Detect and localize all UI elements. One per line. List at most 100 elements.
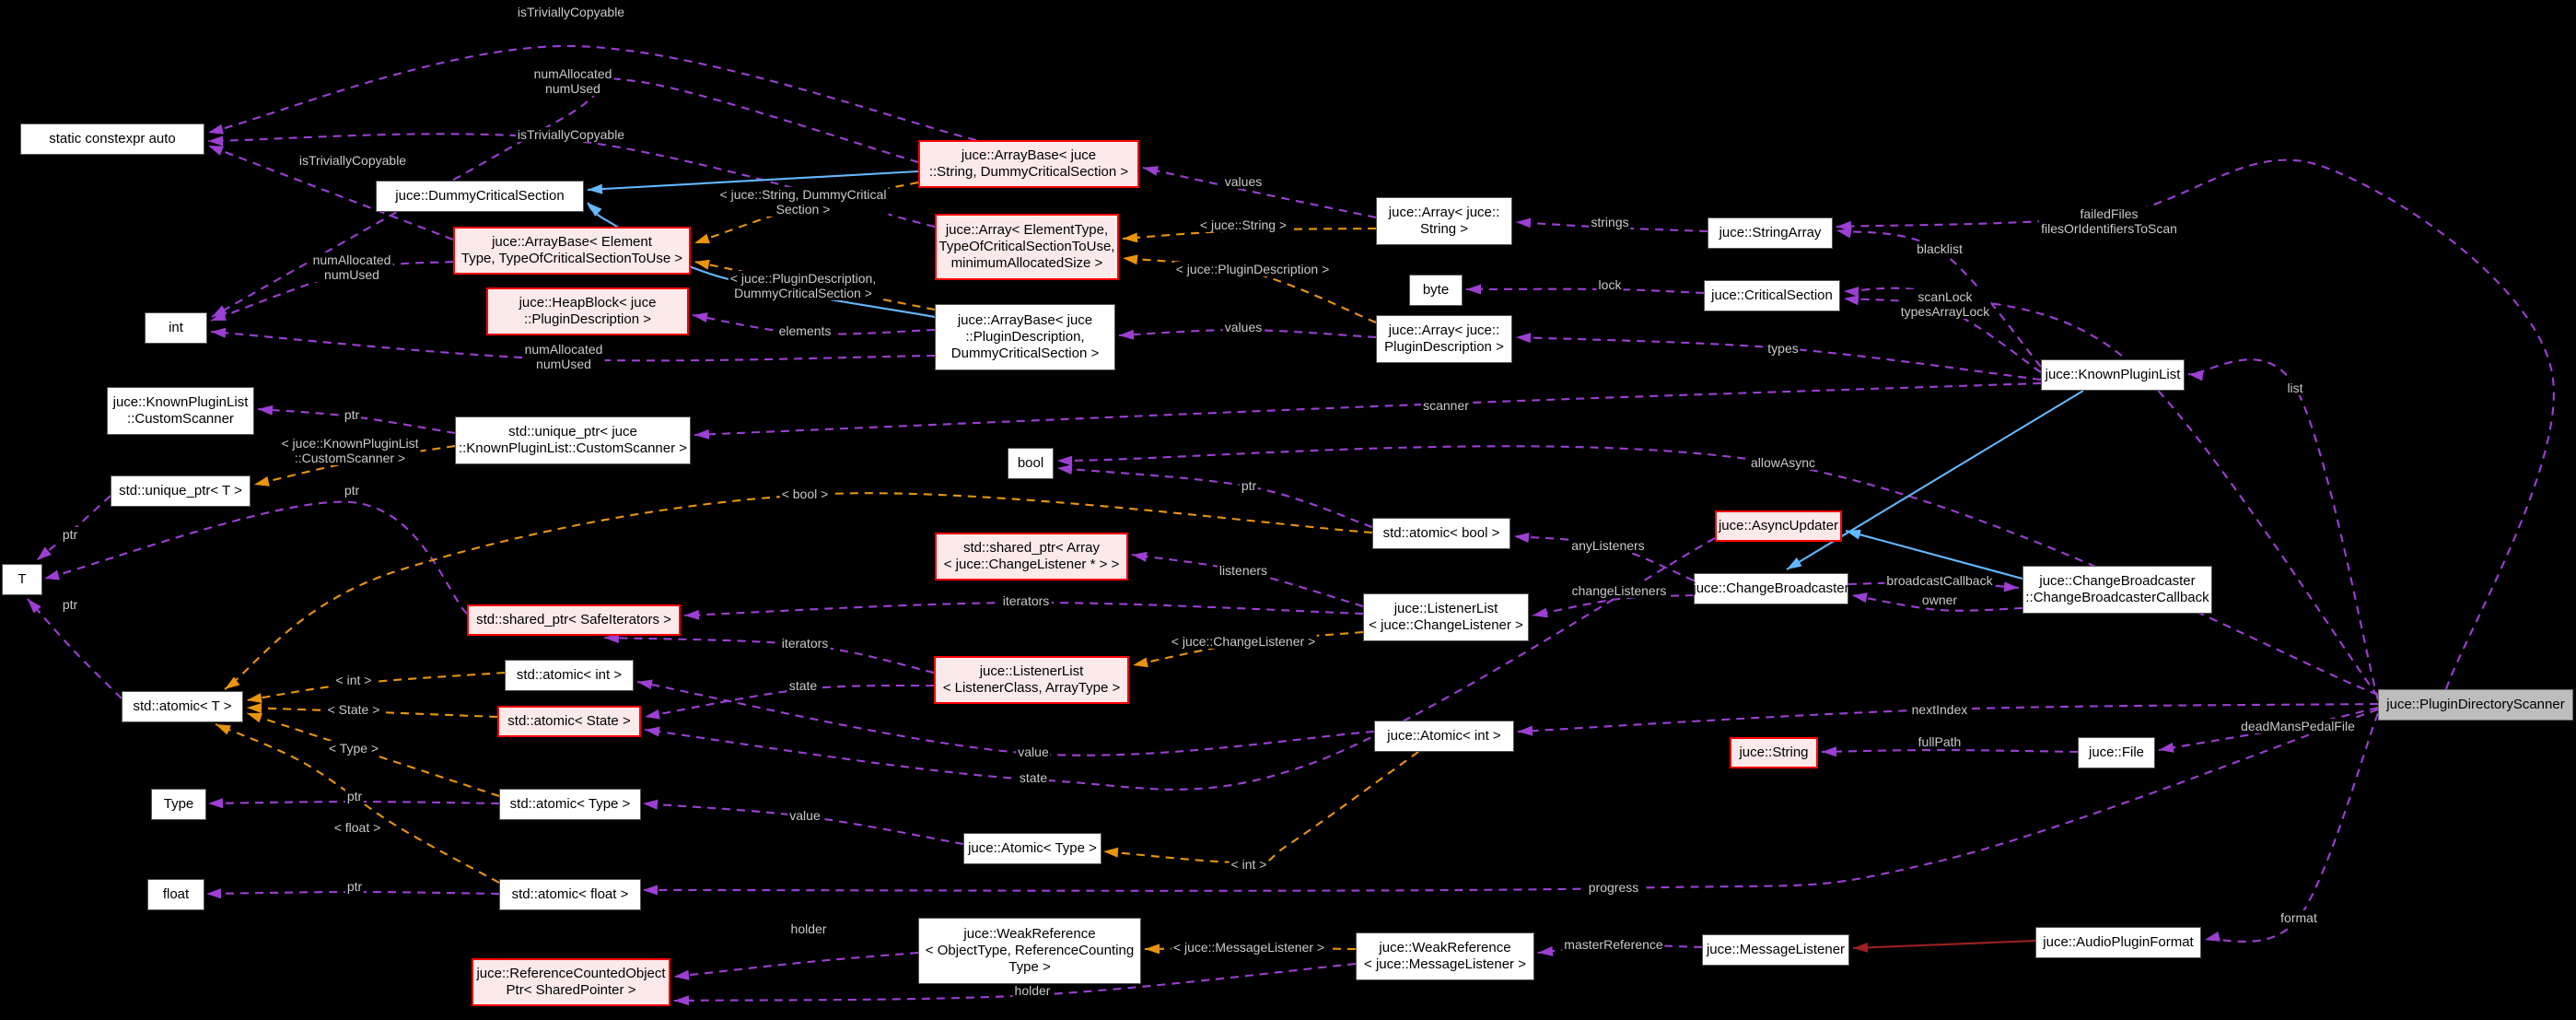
node-plugindirectoryscanner[interactable]: juce::PluginDirectoryScanner [2378, 689, 2573, 721]
arrowhead-float-icon [206, 888, 222, 899]
node-atomic-float[interactable]: std::atomic< float > [499, 879, 641, 910]
edge-atomic-float-float [205, 890, 500, 896]
node-listenerlist-changelistener[interactable]: juce::ListenerList < juce::ChangeListene… [1363, 593, 1529, 641]
node-juce-string[interactable]: juce::String [1730, 737, 1818, 768]
edge-plugindirectoryscanner-juce-file [2158, 706, 2379, 752]
arrowhead-int-icon [211, 327, 227, 338]
node-byte[interactable]: byte [1409, 275, 1463, 306]
arrowhead-criticalsection-icon [1844, 295, 1859, 306]
arrowhead-atomic-t-icon [216, 724, 231, 735]
arrowhead-juce-atomic-int-icon [1518, 725, 1533, 736]
edge-label: < float > [332, 819, 383, 836]
node-static-auto[interactable]: static constexpr auto [20, 123, 204, 155]
edge-plugindirectoryscanner-juce-atomic-int [1517, 702, 2379, 733]
node-array-string[interactable]: juce::Array< juce:: String > [1376, 197, 1512, 245]
arrowhead-arraybase-element-icon [694, 259, 710, 270]
node-atomic-int[interactable]: std::atomic< int > [505, 660, 634, 691]
arrowhead-juce-atomic-type-icon [1103, 847, 1119, 858]
edge-label: strings [1589, 214, 1631, 230]
edge-atomic-type-type [207, 800, 500, 805]
node-atomic-state[interactable]: std::atomic< State > [497, 706, 641, 737]
node-bool[interactable]: bool [1008, 448, 1054, 479]
arrowhead-changebroadcaster-icon [1852, 592, 1868, 604]
node-changebroadcaster[interactable]: juce::ChangeBroadcaster [1693, 573, 1849, 604]
node-arraybase-element[interactable]: juce::ArrayBase< Element Type, TypeOfCri… [453, 227, 691, 275]
arrowhead-changebroadcaster-icon [1787, 557, 1802, 569]
edge-label: state [787, 677, 820, 694]
node-float[interactable]: float [147, 879, 204, 910]
node-atomic-type[interactable]: std::atomic< Type > [499, 789, 641, 820]
node-weakreference-messagelistener[interactable]: juce::WeakReference < juce::MessageListe… [1356, 932, 1534, 980]
edge-label: scanner [1421, 397, 1471, 414]
arrowhead-bool-icon [1057, 464, 1073, 475]
edge-label: < Type > [326, 740, 381, 756]
edge-label: ptr [342, 406, 362, 423]
edge-label: < juce::PluginDescription, DummyCritical… [728, 270, 879, 301]
node-type[interactable]: Type [151, 789, 206, 820]
edge-label: value [1016, 744, 1051, 760]
node-t[interactable]: T [2, 564, 42, 595]
node-array-elementtype[interactable]: juce::Array< ElementType, TypeOfCritical… [935, 214, 1119, 280]
edge-label: numAllocated numUsed [310, 252, 393, 283]
edge-criticalsection-byte [1465, 287, 1705, 295]
arrowhead-atomic-int-icon [637, 679, 653, 690]
edge-label: iterators [1000, 592, 1052, 609]
node-uniqueptr-t[interactable]: std::unique_ptr< T > [111, 475, 251, 507]
node-refcountedobjectptr[interactable]: juce::ReferenceCountedObject Ptr< Shared… [472, 958, 670, 1006]
node-atomic-bool[interactable]: std::atomic< bool > [1372, 518, 1510, 549]
node-juce-file[interactable]: juce::File [2078, 737, 2155, 768]
arrowhead-weakreference-messagelistener-icon [1538, 945, 1554, 956]
arrowhead-sharedptr-safeiterators-icon [684, 609, 700, 620]
node-uniqueptr-custom-scanner[interactable]: std::unique_ptr< juce ::KnownPluginList:… [455, 416, 691, 464]
edge-juce-atomic-type-atomic-type [642, 802, 964, 846]
edge-plugindirectoryscanner-criticalsection [1843, 287, 2379, 698]
edge-label: < juce::String > [1197, 217, 1289, 233]
edge-label: elements [776, 322, 833, 339]
arrowhead-listenerlist-generic-icon [1133, 657, 1148, 668]
arrowhead-array-plugindescription-icon [1516, 333, 1532, 344]
node-int[interactable]: int [145, 312, 207, 344]
edge-label: < juce::KnownPluginList ::CustomScanner … [279, 435, 421, 466]
node-array-plugindescription[interactable]: juce::Array< juce:: PluginDescription > [1376, 315, 1512, 363]
arrowhead-bool-icon [1057, 455, 1073, 466]
edge-plugindirectoryscanner-stringarray [1836, 158, 2555, 690]
edge-label: numAllocated numUsed [531, 65, 614, 97]
node-changebroadcastercallback[interactable]: juce::ChangeBroadcaster ::ChangeBroadcas… [2022, 566, 2212, 614]
edge-label: ptr [342, 482, 362, 498]
node-juce-atomic-type[interactable]: juce::Atomic< Type > [963, 833, 1102, 864]
node-sharedptr-safeiterators[interactable]: std::shared_ptr< SafeIterators > [467, 604, 681, 636]
edge-array-string-arraybase-string [1142, 166, 1377, 219]
edge-label: < int > [1229, 856, 1269, 873]
edge-asyncupdater-atomic-state [644, 537, 1716, 791]
node-messagelistener[interactable]: juce::MessageListener [1702, 934, 1849, 966]
node-audiopluginformat[interactable]: juce::AudioPluginFormat [2035, 927, 2201, 958]
node-listenerlist-generic[interactable]: juce::ListenerList < ListenerClass, Arra… [934, 656, 1129, 704]
edge-label: holder [788, 920, 829, 937]
arrowhead-criticalsection-icon [1844, 287, 1859, 298]
node-weakreference-generic[interactable]: juce::WeakReference < ObjectType, Refere… [918, 918, 1141, 984]
node-asyncupdater[interactable]: juce::AsyncUpdater [1715, 510, 1842, 542]
arrowhead-arraybase-string-icon [1143, 166, 1159, 176]
edge-weakreference-generic-refcountedobjectptr [673, 951, 919, 979]
arrowhead-refcountedobjectptr-icon [674, 969, 690, 980]
node-arraybase-string[interactable]: juce::ArrayBase< juce ::String, DummyCri… [918, 140, 1139, 188]
node-juce-atomic-int[interactable]: juce::Atomic< int > [1374, 721, 1514, 752]
node-dummy-critical-section[interactable]: juce::DummyCriticalSection [376, 181, 584, 212]
edge-atomic-int-atomic-t [246, 671, 506, 702]
arrowhead-refcountedobjectptr-icon [674, 995, 690, 1006]
node-custom-scanner[interactable]: juce::KnownPluginList ::CustomScanner [107, 387, 254, 435]
node-sharedptr-array-changelistener[interactable]: std::shared_ptr< Array < juce::ChangeLis… [935, 533, 1128, 580]
arrowhead-atomic-float-icon [643, 885, 659, 896]
arrowhead-custom-scanner-icon [258, 404, 274, 416]
node-heapblock[interactable]: juce::HeapBlock< juce ::PluginDescriptio… [486, 287, 689, 335]
node-knownpluginlist[interactable]: juce::KnownPluginList [2041, 359, 2185, 391]
edge-arraybase-plugindescription-heapblock [692, 313, 936, 335]
arrowhead-atomic-state-icon [645, 726, 660, 737]
node-stringarray[interactable]: juce::StringArray [1708, 217, 1833, 249]
edge-label: deadMansPedalFile [2239, 718, 2357, 734]
node-arraybase-plugindescription[interactable]: juce::ArrayBase< juce ::PluginDescriptio… [935, 304, 1115, 370]
node-atomic-t[interactable]: std::atomic< T > [122, 691, 243, 722]
node-criticalsection[interactable]: juce::CriticalSection [1704, 280, 1840, 311]
edge-knownpluginlist-criticalsection [1843, 297, 2042, 373]
arrowhead-asyncupdater-icon [1846, 529, 1861, 540]
